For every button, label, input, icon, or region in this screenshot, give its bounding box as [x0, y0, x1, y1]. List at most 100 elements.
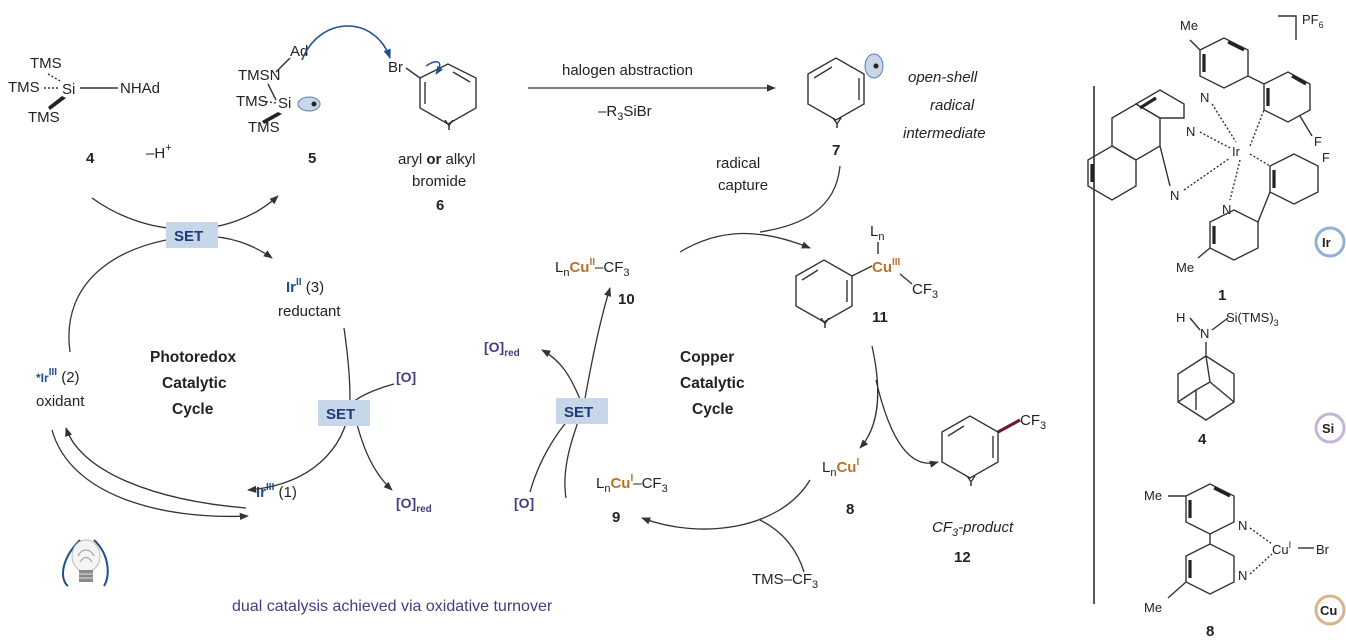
c7-label-line3: intermediate	[903, 125, 986, 142]
svg-text:N: N	[1200, 90, 1209, 105]
c12-label: CF3-product	[932, 519, 1014, 539]
ir-iii-excited-species: *IrIII (2) oxidant	[36, 367, 85, 410]
oxidant-ored-1: [O]red	[396, 495, 432, 515]
svg-text:Me: Me	[1176, 260, 1194, 275]
compound-7-number: 7	[832, 142, 840, 159]
c11-ln: Ln	[870, 223, 884, 243]
svg-text:F: F	[1314, 134, 1322, 149]
svg-text:Copper: Copper	[680, 349, 734, 366]
compound-6-number: 6	[436, 197, 444, 214]
c4-tms-top: TMS	[30, 55, 62, 72]
c8-formula: LnCuI	[822, 457, 859, 479]
compound-8: LnCuI 8	[822, 457, 859, 518]
svg-text:F: F	[1322, 150, 1330, 165]
sidebar-number-1: 1	[1218, 287, 1226, 304]
compound-12: Y CF3 CF3-product 12	[932, 412, 1046, 566]
ir-iii-label: IrIII (1)	[256, 482, 297, 501]
compound-5: Ad TMSN TMS Si TMS 5	[236, 25, 391, 167]
svg-text:N: N	[1238, 568, 1247, 583]
svg-text:N: N	[1222, 202, 1231, 217]
oxidant-label: oxidant	[36, 393, 85, 410]
svg-text:Catalytic: Catalytic	[680, 375, 745, 392]
svg-text:Me: Me	[1144, 600, 1162, 615]
reductant-label: reductant	[278, 303, 341, 320]
c6-label-line1: aryl or alkyl	[398, 151, 476, 168]
c6-y: Y	[444, 117, 454, 134]
svg-text:N: N	[1170, 188, 1179, 203]
set-label-1: SET	[174, 228, 203, 245]
compound-6: Br Y aryl or alkyl bromide 6	[388, 59, 477, 214]
svg-text:Cycle: Cycle	[172, 401, 214, 418]
halogen-abstraction-label: halogen abstraction	[562, 62, 693, 79]
tms-cf3-label: TMS–CF3	[752, 571, 818, 591]
radical-capture-line1: radical	[716, 155, 760, 172]
c9-formula: LnCuI–CF3	[596, 473, 668, 495]
svg-text:Catalytic: Catalytic	[162, 375, 227, 392]
photoredox-cycle-label: Photoredox Catalytic Cycle	[150, 349, 236, 418]
svg-text:Me: Me	[1180, 18, 1198, 33]
compound-7: Y 7 open-shell radical intermediate	[807, 53, 986, 159]
radical-capture-line2: capture	[718, 177, 768, 194]
c11-cf3: CF3	[912, 281, 938, 301]
compound-11: Y Ln CuIII CF3 11	[795, 223, 938, 332]
c4-si: Si	[62, 81, 75, 98]
c12-cf3: CF3	[1020, 412, 1046, 432]
set-label-3: SET	[564, 404, 593, 421]
footer-caption: dual catalysis achieved via oxidative tu…	[232, 598, 553, 615]
ir-iii-ground-species: IrIII (1)	[256, 482, 297, 501]
sidebar-ir-complex: Me PF6 N F N N Ir F	[1087, 12, 1346, 304]
badge-ir: Ir	[1322, 235, 1331, 250]
set-box-3: SET	[556, 398, 608, 424]
svg-text:Photoredox: Photoredox	[150, 349, 236, 366]
svg-text:H: H	[1176, 310, 1185, 325]
badge-cu: Cu	[1320, 603, 1337, 618]
compound-10: LnCuII–CF3 10	[555, 257, 635, 308]
c6-label-line2: bromide	[412, 173, 466, 190]
lightbulb-icon	[62, 539, 109, 587]
compound-9-number: 9	[612, 509, 620, 526]
svg-text:N: N	[1186, 124, 1195, 139]
svg-text:N: N	[1200, 326, 1209, 341]
compound-5-number: 5	[308, 150, 316, 167]
r3sibr-label: –R3SiBr	[598, 103, 652, 123]
oxidant-o-1: [O]	[396, 369, 416, 385]
c5-tmsn: TMSN	[238, 67, 281, 84]
ir-ii-label: IrII (3)	[286, 277, 324, 296]
halogen-abstraction-step: halogen abstraction –R3SiBr	[528, 62, 776, 123]
c10-formula: LnCuII–CF3	[555, 257, 630, 279]
oxidant-o-2: [O]	[514, 495, 534, 511]
svg-text:CuI: CuI	[1272, 540, 1291, 557]
svg-text:N: N	[1238, 518, 1247, 533]
svg-text:PF6: PF6	[1302, 12, 1324, 30]
svg-text:Si(TMS)3: Si(TMS)3	[1226, 310, 1279, 328]
sidebar-cu-complex: Me N N Me CuI Br 8 Cu	[1144, 483, 1346, 640]
compound-12-number: 12	[954, 549, 971, 566]
c5-tms-left: TMS	[236, 93, 268, 110]
c7-label-line1: open-shell	[908, 69, 978, 86]
copper-cycle-label: Copper Catalytic Cycle	[680, 349, 745, 418]
minus-h-label: –H+	[146, 142, 172, 162]
compound-11-number: 11	[872, 309, 888, 326]
c5-tms-bottom: TMS	[248, 119, 280, 136]
c7-label-line2: radical	[930, 97, 975, 114]
svg-text:Cycle: Cycle	[692, 401, 734, 418]
oxidant-ored-2: [O]red	[484, 339, 520, 359]
c5-si: Si	[278, 95, 291, 112]
compound-10-number: 10	[618, 291, 635, 308]
c11-y: Y	[820, 315, 830, 332]
compound-9: LnCuI–CF3 9	[596, 473, 668, 526]
c6-br: Br	[388, 59, 403, 76]
c4-nhad: NHAd	[120, 80, 160, 97]
set-label-2: SET	[326, 406, 355, 423]
svg-text:Me: Me	[1144, 488, 1162, 503]
compound-8-number: 8	[846, 501, 854, 518]
ir-iii-star-label: *IrIII (2)	[36, 367, 80, 386]
c4-tms-left: TMS	[8, 79, 40, 96]
c12-y: Y	[966, 473, 976, 490]
compound-4-number: 4	[86, 150, 95, 167]
sidebar-number-8: 8	[1206, 623, 1214, 640]
svg-text:Br: Br	[1316, 542, 1330, 557]
c4-tms-bottom: TMS	[28, 109, 60, 126]
sidebar-number-4: 4	[1198, 431, 1207, 448]
